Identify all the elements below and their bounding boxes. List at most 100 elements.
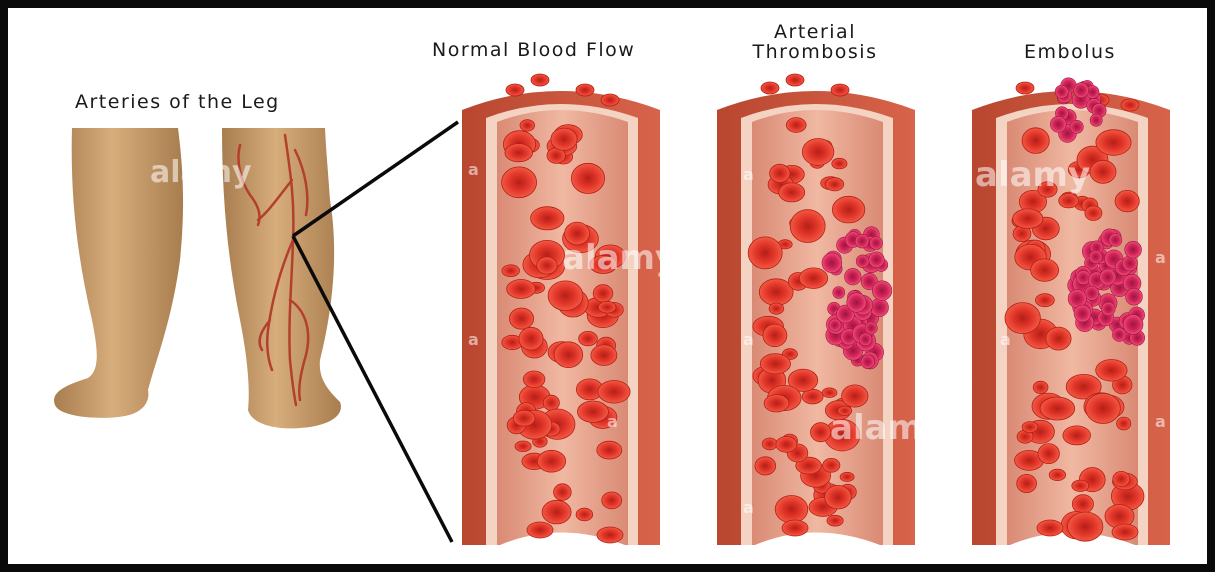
- red-blood-cell: [1038, 444, 1059, 464]
- red-blood-cell: [531, 74, 549, 86]
- watermark-letter: a: [607, 412, 618, 431]
- watermark-letter: a: [1155, 248, 1166, 267]
- red-blood-cell: [790, 210, 825, 243]
- red-blood-cell: [548, 281, 583, 311]
- red-blood-cell: [1063, 426, 1091, 445]
- clot-cell: [1050, 116, 1066, 132]
- clot-cell: [1123, 315, 1143, 335]
- red-blood-cell: [1033, 381, 1048, 393]
- red-blood-cell: [1022, 422, 1038, 433]
- red-blood-cell: [551, 128, 577, 150]
- clot-cell: [1055, 85, 1068, 98]
- red-blood-cell: [769, 303, 784, 314]
- clot-cell: [1125, 241, 1142, 258]
- red-blood-cell: [1096, 360, 1127, 382]
- red-blood-cell: [831, 84, 849, 96]
- red-blood-cell: [1022, 128, 1049, 154]
- red-blood-cell: [523, 371, 545, 388]
- red-blood-cell: [507, 280, 536, 299]
- red-blood-cell: [602, 492, 622, 509]
- red-blood-cell: [1072, 480, 1089, 491]
- red-blood-cell: [826, 178, 844, 191]
- clot-cell: [822, 253, 842, 273]
- red-blood-cell: [598, 381, 630, 404]
- red-blood-cell: [770, 164, 790, 182]
- red-blood-cell: [822, 388, 837, 398]
- red-blood-cell: [842, 385, 868, 407]
- red-blood-cell: [509, 308, 533, 329]
- clot-cell: [1089, 250, 1102, 263]
- normal-flow-title: Normal Blood Flow: [432, 40, 635, 60]
- red-blood-cell: [799, 268, 827, 289]
- red-blood-cell: [1049, 469, 1065, 480]
- watermark-letter: a: [743, 330, 754, 349]
- red-blood-cell: [597, 441, 622, 459]
- clot-cell: [829, 319, 841, 331]
- red-blood-cell: [601, 94, 619, 106]
- red-blood-cell: [786, 118, 806, 133]
- red-blood-cell: [1005, 303, 1040, 334]
- red-blood-cell: [597, 527, 623, 543]
- red-blood-cell: [786, 74, 804, 86]
- watermark: alamy: [150, 155, 252, 190]
- red-blood-cell: [748, 237, 782, 269]
- clot-cell: [1076, 271, 1090, 285]
- clot-cell: [861, 355, 875, 369]
- watermark-letter: a: [743, 165, 754, 184]
- watermark: alamy: [975, 155, 1090, 195]
- red-blood-cell: [598, 301, 616, 313]
- red-blood-cell: [832, 196, 864, 223]
- red-blood-cell: [506, 84, 524, 96]
- red-blood-cell: [775, 496, 808, 523]
- red-blood-cell: [537, 450, 565, 472]
- red-blood-cell: [1090, 160, 1116, 183]
- watermark-letter: a: [468, 160, 479, 179]
- red-blood-cell: [531, 207, 564, 230]
- clot-cell: [870, 237, 883, 250]
- red-blood-cell: [825, 485, 852, 509]
- red-blood-cell: [1117, 417, 1131, 430]
- red-blood-cell: [515, 441, 531, 452]
- embolus-title: Embolus: [1000, 42, 1140, 62]
- red-blood-cell: [759, 279, 793, 306]
- red-blood-cell: [1086, 393, 1121, 423]
- red-blood-cell: [537, 257, 558, 274]
- clot-cell: [1126, 288, 1143, 305]
- red-blood-cell: [1017, 474, 1037, 492]
- clot-cell: [847, 293, 866, 312]
- red-blood-cell: [593, 285, 613, 302]
- red-blood-cell: [1031, 259, 1059, 281]
- red-blood-cell: [513, 410, 535, 426]
- watermark-letter: a: [743, 498, 754, 517]
- red-blood-cell: [1068, 512, 1103, 541]
- clot-cell: [856, 255, 869, 268]
- red-blood-cell: [1016, 82, 1034, 94]
- clot-cell: [1100, 269, 1116, 285]
- thrombosis-title-line2: Thrombosis: [735, 42, 895, 62]
- red-blood-cell: [1115, 190, 1139, 211]
- red-blood-cell: [763, 324, 787, 347]
- legs-title: Arteries of the Leg: [75, 92, 280, 112]
- clot-cell: [870, 298, 888, 316]
- red-blood-cell: [543, 395, 559, 410]
- clot-cell: [1074, 305, 1091, 322]
- red-blood-cell: [1121, 99, 1139, 111]
- red-blood-cell: [782, 520, 808, 536]
- watermark-letter: a: [468, 330, 479, 349]
- clot-cell: [1090, 114, 1102, 126]
- clot-cell: [865, 322, 877, 334]
- red-blood-cell: [527, 522, 553, 538]
- red-blood-cell: [1046, 327, 1071, 350]
- red-blood-cell: [1085, 206, 1102, 221]
- clot-cell: [1070, 120, 1083, 133]
- red-blood-cell: [779, 183, 805, 202]
- clot-cell: [859, 333, 872, 346]
- clot-cell: [1074, 83, 1089, 98]
- red-blood-cell: [1113, 471, 1130, 486]
- thrombosis-title-line1: Arterial: [735, 22, 895, 42]
- red-blood-cell: [776, 437, 797, 453]
- red-blood-cell: [505, 144, 533, 162]
- red-blood-cell: [1112, 524, 1138, 540]
- red-blood-cell: [840, 472, 854, 481]
- watermark-letter: a: [1155, 412, 1166, 431]
